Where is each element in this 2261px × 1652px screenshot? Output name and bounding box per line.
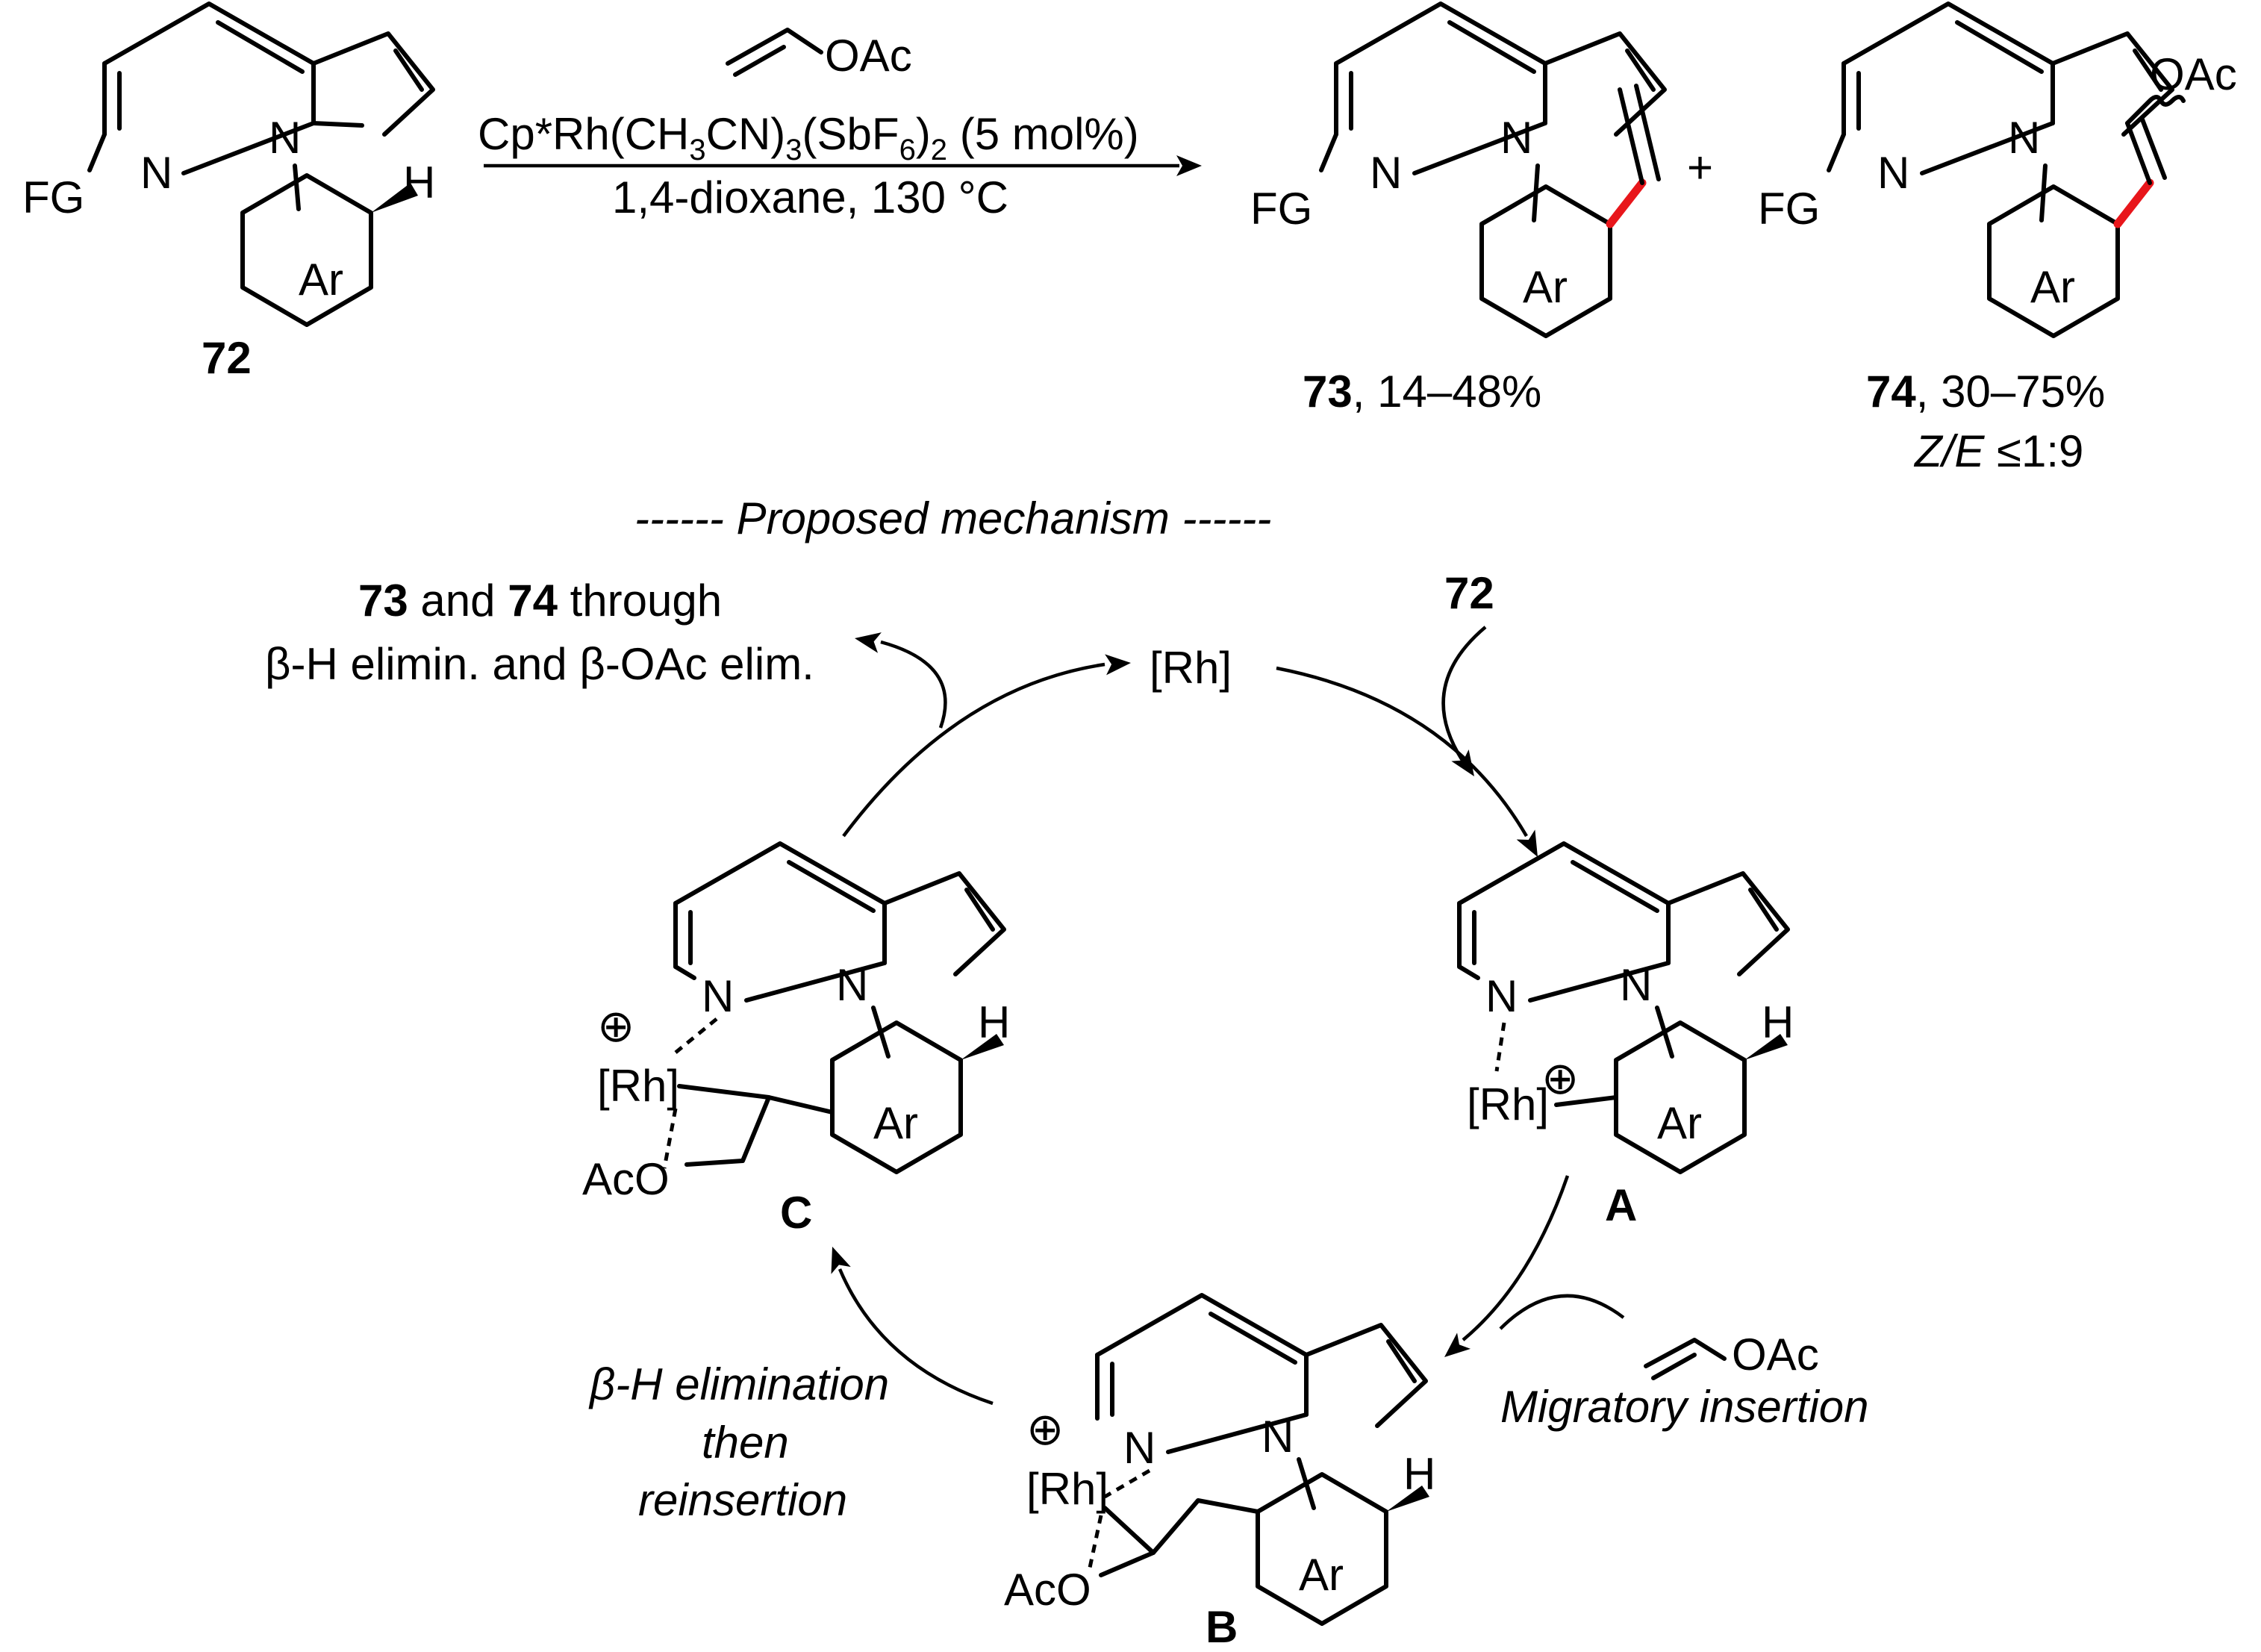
step-left-line2: then xyxy=(702,1418,789,1468)
atom-fg-73: FG xyxy=(1250,184,1312,234)
atom-n1-B: N xyxy=(1262,1412,1294,1462)
intermediate-C: N N Ar H ⊕ [Rh] AcO C xyxy=(582,841,1010,1238)
compound-72: FG N N Ar H 72 xyxy=(22,1,435,383)
atom-rh-C: [Rh] xyxy=(597,1061,679,1111)
intermediate-B: N N Ar H ⊕ [Rh] AcO B xyxy=(1004,1293,1435,1652)
ar-ring-73 xyxy=(1482,187,1610,336)
atom-rh-A: [Rh] xyxy=(1467,1079,1549,1129)
atom-fg-74: FG xyxy=(1758,184,1820,234)
atom-ar-74: Ar xyxy=(2030,262,2075,312)
atom-n1-74: N xyxy=(2008,113,2040,163)
ar-ring-C xyxy=(832,1023,961,1172)
plus-sign: + xyxy=(1687,143,1713,193)
catalyst-rh: [Rh] xyxy=(1150,643,1232,693)
label-72: 72 xyxy=(202,333,252,383)
atom-h-C: H xyxy=(978,997,1010,1047)
atom-oac-74: OAc xyxy=(2150,49,2237,99)
step-right: OAc Migratory insertion xyxy=(1500,1330,1869,1432)
atom-fg-72: FG xyxy=(22,172,84,222)
atom-aco-C: AcO xyxy=(582,1154,670,1204)
label-A: A xyxy=(1605,1180,1637,1230)
atom-plus-A: ⊕ xyxy=(1541,1053,1579,1103)
step-left: β-H elimination then reinsertion xyxy=(588,1359,889,1525)
atom-rh-B: [Rh] xyxy=(1026,1464,1108,1514)
step-left-line3: reinsertion xyxy=(638,1475,847,1525)
label-C: C xyxy=(780,1188,812,1238)
atom-aco-B: AcO xyxy=(1004,1565,1091,1615)
label-B: B xyxy=(1206,1602,1238,1652)
reaction-arrow: OAc Cp*Rh(CH3CN)3(SbF6)2 (5 mol%) 1,4-di… xyxy=(478,28,1202,222)
ar-ring-A xyxy=(1616,1023,1744,1172)
vinyl-oac-label: OAc xyxy=(825,31,912,81)
atom-n-C: N xyxy=(702,971,734,1021)
atom-ar-73: Ar xyxy=(1523,262,1568,312)
compound-74: FG N N Ar OAc 74, 30–75% Z/E ≤1:9 xyxy=(1758,1,2237,476)
label-73: 73, 14–48% xyxy=(1303,367,1541,417)
mechanism-header: ------ Proposed mechanism ------ xyxy=(634,493,1271,543)
atom-n-A: N xyxy=(1485,971,1518,1021)
compound-73: FG N N Ar 73, 14–48% xyxy=(1250,1,1667,417)
atom-n1-72: N xyxy=(269,113,301,163)
ratio-74: Z/E ≤1:9 xyxy=(1913,426,2083,476)
atom-n1-A: N xyxy=(1620,960,1652,1010)
atom-n1-73: N xyxy=(1500,113,1532,163)
ar-ring-74 xyxy=(1989,187,2118,336)
atom-ar-B: Ar xyxy=(1299,1550,1344,1600)
catalyst-text: Cp*Rh(CH3CN)3(SbF6)2 (5 mol%) xyxy=(478,109,1139,166)
atom-h-A: H xyxy=(1762,997,1794,1047)
conditions-text: 1,4-dioxane, 130 °C xyxy=(612,172,1008,222)
top-left-note-2: β-H elimin. and β-OAc elim. xyxy=(265,639,814,689)
intermediate-A: N N Ar H ⊕ [Rh] A xyxy=(1457,841,1794,1230)
atom-n-B: N xyxy=(1123,1423,1156,1473)
atom-ar-72: Ar xyxy=(299,255,343,305)
label-74: 74, 30–75% xyxy=(1866,367,2105,417)
atom-ar-A: Ar xyxy=(1657,1098,1702,1148)
step-left-line1: β-H elimination xyxy=(588,1359,889,1409)
atom-plus-C: ⊕ xyxy=(597,1001,634,1051)
atom-n-74: N xyxy=(1877,148,1909,198)
step-right-label: Migratory insertion xyxy=(1500,1382,1869,1432)
atom-plus-B: ⊕ xyxy=(1026,1404,1064,1454)
substrate-72-entry: 72 xyxy=(1444,568,1494,618)
ar-ring-B xyxy=(1258,1474,1386,1624)
atom-n1-C: N xyxy=(836,960,868,1010)
top-left-note-1: 73 and 74 through xyxy=(358,576,722,626)
atom-ar-C: Ar xyxy=(873,1098,918,1148)
step-right-reagent: OAc xyxy=(1732,1330,1819,1380)
cycle-arrows xyxy=(822,626,1625,1406)
atom-h-72: H xyxy=(403,158,435,208)
atom-n-72: N xyxy=(140,148,172,198)
atom-n-73: N xyxy=(1370,148,1402,198)
atom-h-B: H xyxy=(1403,1449,1435,1499)
